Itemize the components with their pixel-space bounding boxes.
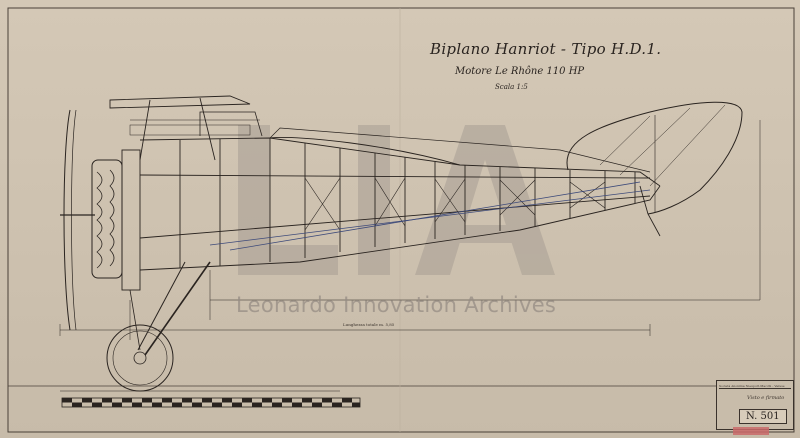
scale-ruler (61, 397, 361, 408)
length-dimension-label: Lunghezza totale m. 5,85 (343, 322, 395, 327)
outer-border (7, 7, 795, 433)
tail-unit (566, 101, 743, 237)
watermark-logo (238, 125, 555, 275)
propeller (60, 109, 95, 331)
title-block: Società Anonima Nieuport-Macchi - Varese… (716, 380, 794, 430)
drawing-number: N. 501 (739, 409, 787, 424)
landing-gear (60, 261, 340, 392)
drawing-title: Biplano Hanriot - Tipo H.D.1. (430, 40, 662, 58)
watermark-text: Leonardo Innovation Archives (236, 293, 557, 317)
engine-subtitle: Motore Le Rhône 110 HP (455, 66, 585, 77)
archive-stamp (733, 427, 769, 435)
dimension-lines (59, 120, 761, 340)
title-block-signature: Visto e firmato (747, 395, 785, 401)
wing-cabane (109, 95, 260, 161)
scale-label: Scala 1:5 (495, 83, 528, 91)
fuselage (139, 111, 661, 271)
rotary-engine (91, 149, 141, 291)
title-block-header: Società Anonima Nieuport-Macchi - Varese (719, 384, 791, 389)
control-cables (209, 181, 651, 251)
